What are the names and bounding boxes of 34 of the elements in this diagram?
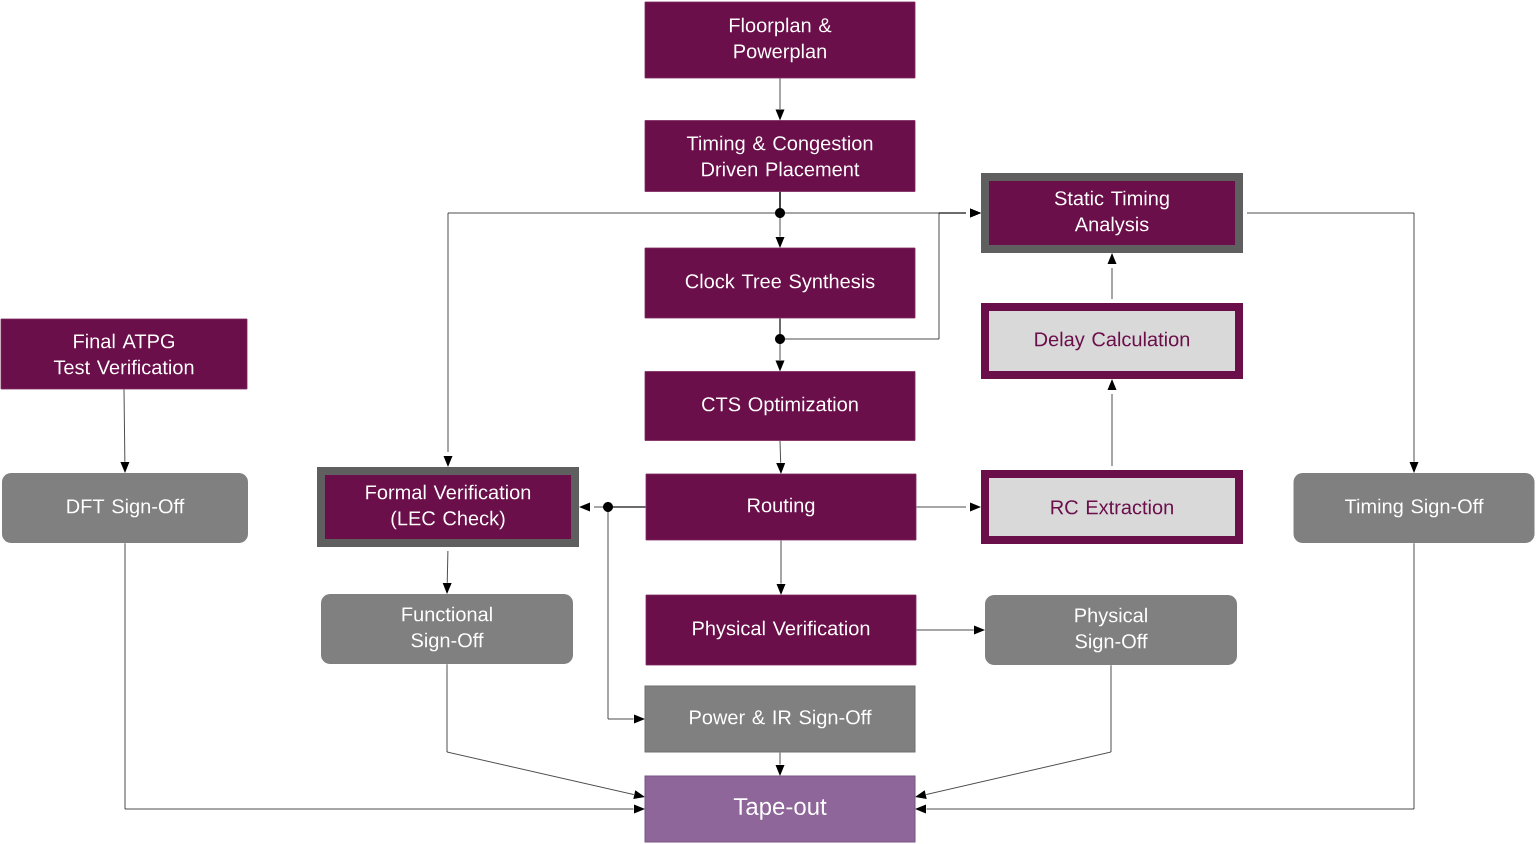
arrow — [1246, 212, 1419, 473]
process-box: Timing & Congestion Driven Placement — [644, 120, 916, 192]
process-box: Floorplan & Powerplan — [644, 1, 916, 79]
arrow — [1107, 253, 1117, 300]
process-box: Physical Verification — [645, 594, 917, 666]
arrow — [779, 208, 981, 340]
process-box: Static Timing Analysis — [981, 173, 1243, 253]
arrow — [915, 664, 1112, 799]
sign-off-box: Power & IR Sign-Off — [644, 685, 916, 753]
arrow — [446, 663, 645, 799]
sign-off-box: Functional Sign-Off — [321, 594, 573, 664]
process-box: Delay Calculation — [981, 303, 1243, 379]
process-box: Formal Verification (LEC Check) — [317, 467, 579, 547]
arrow — [776, 540, 786, 595]
arrow — [120, 389, 130, 473]
arrow — [916, 625, 985, 635]
arrow — [124, 542, 645, 814]
arrow — [775, 78, 785, 121]
arrow — [775, 752, 785, 776]
arrow — [916, 502, 981, 512]
sign-off-box: Timing Sign-Off — [1293, 473, 1535, 543]
arrow — [915, 542, 1415, 814]
sign-off-box: Physical Sign-Off — [985, 595, 1237, 665]
final-box: Tape-out — [644, 775, 916, 843]
process-box: RC Extraction — [981, 470, 1243, 544]
arrow — [1107, 379, 1117, 467]
arrow — [607, 506, 646, 724]
arrow — [442, 550, 452, 594]
process-box: Routing — [645, 473, 917, 541]
arrow — [776, 440, 786, 474]
process-box: Clock Tree Synthesis — [644, 247, 916, 319]
process-box: CTS Optimization — [644, 371, 916, 441]
process-box: Final ATPG Test Verification — [0, 318, 248, 390]
sign-off-box: DFT Sign-Off — [2, 473, 248, 543]
